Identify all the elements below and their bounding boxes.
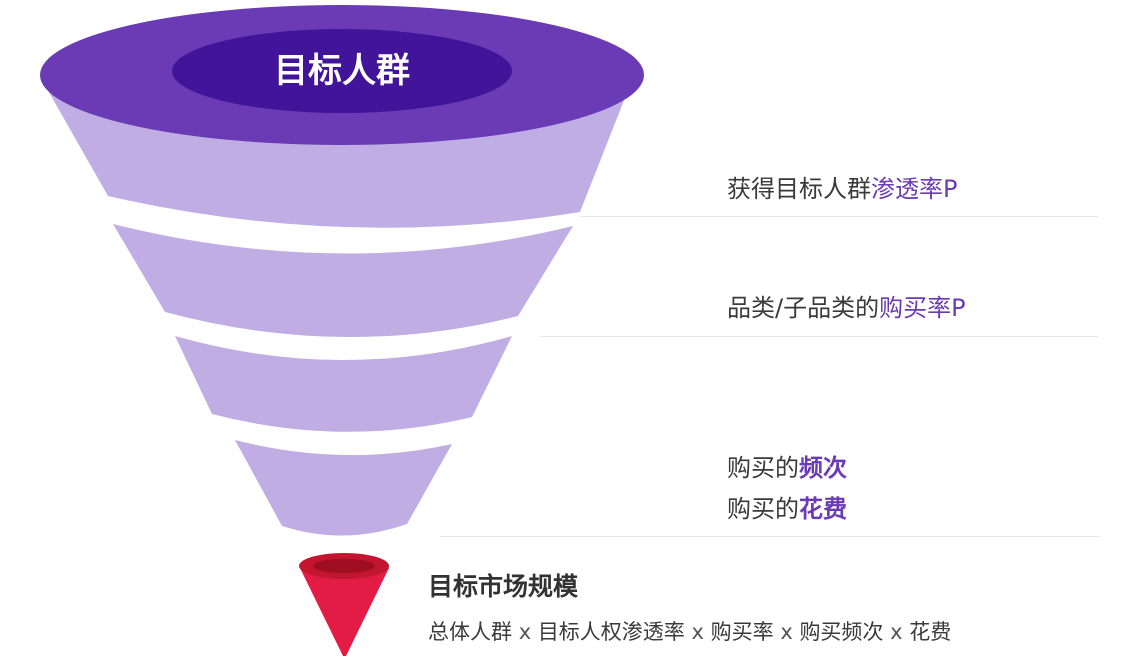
result-cone-inner <box>313 559 375 573</box>
step-2-highlight: 购买率P <box>879 294 966 322</box>
step-4-label: 购买的花费 <box>727 497 847 521</box>
formula-term-1: 总体人群 <box>428 620 512 644</box>
step-3-highlight: 频次 <box>799 454 847 482</box>
funnel-top-title: 目标人群 <box>274 51 410 91</box>
formula-operator-4: x <box>890 620 903 644</box>
formula-operator-1: x <box>518 620 532 644</box>
step-2-label: 品类/子品类的购买率P <box>727 296 966 320</box>
step-4-prefix: 购买的 <box>727 495 799 523</box>
formula-term-4: 购买频次 <box>799 620 884 644</box>
step-1-prefix: 获得目标人群 <box>727 175 871 203</box>
step-3-prefix: 购买的 <box>727 454 799 482</box>
formula-term-5: 花费 <box>909 620 952 644</box>
formula-term-3: 购买率 <box>710 620 774 644</box>
result-formula: 总体人群 x 目标人权渗透率 x 购买率 x 购买频次 x 花费 <box>428 622 951 643</box>
funnel-layer-2 <box>113 224 573 338</box>
funnel-layer-3 <box>175 336 512 432</box>
result-title: 目标市场规模 <box>428 572 579 601</box>
result-cone <box>300 568 389 656</box>
formula-operator-3: x <box>780 620 793 644</box>
formula-operator-2: x <box>691 620 704 644</box>
step-2-prefix: 品类/子品类的 <box>727 294 880 322</box>
step-1-label: 获得目标人群渗透率P <box>727 177 957 201</box>
step-3-label: 购买的频次 <box>727 456 847 480</box>
step-4-divider <box>440 536 1100 537</box>
funnel-top-inner-ellipse <box>172 29 512 113</box>
step-4-highlight: 花费 <box>799 495 847 523</box>
step-1-divider <box>580 216 1098 217</box>
formula-term-2: 目标人权渗透率 <box>537 620 685 644</box>
step-1-highlight: 渗透率P <box>871 175 958 203</box>
funnel-layer-4 <box>235 440 452 536</box>
step-2-divider <box>540 336 1098 337</box>
